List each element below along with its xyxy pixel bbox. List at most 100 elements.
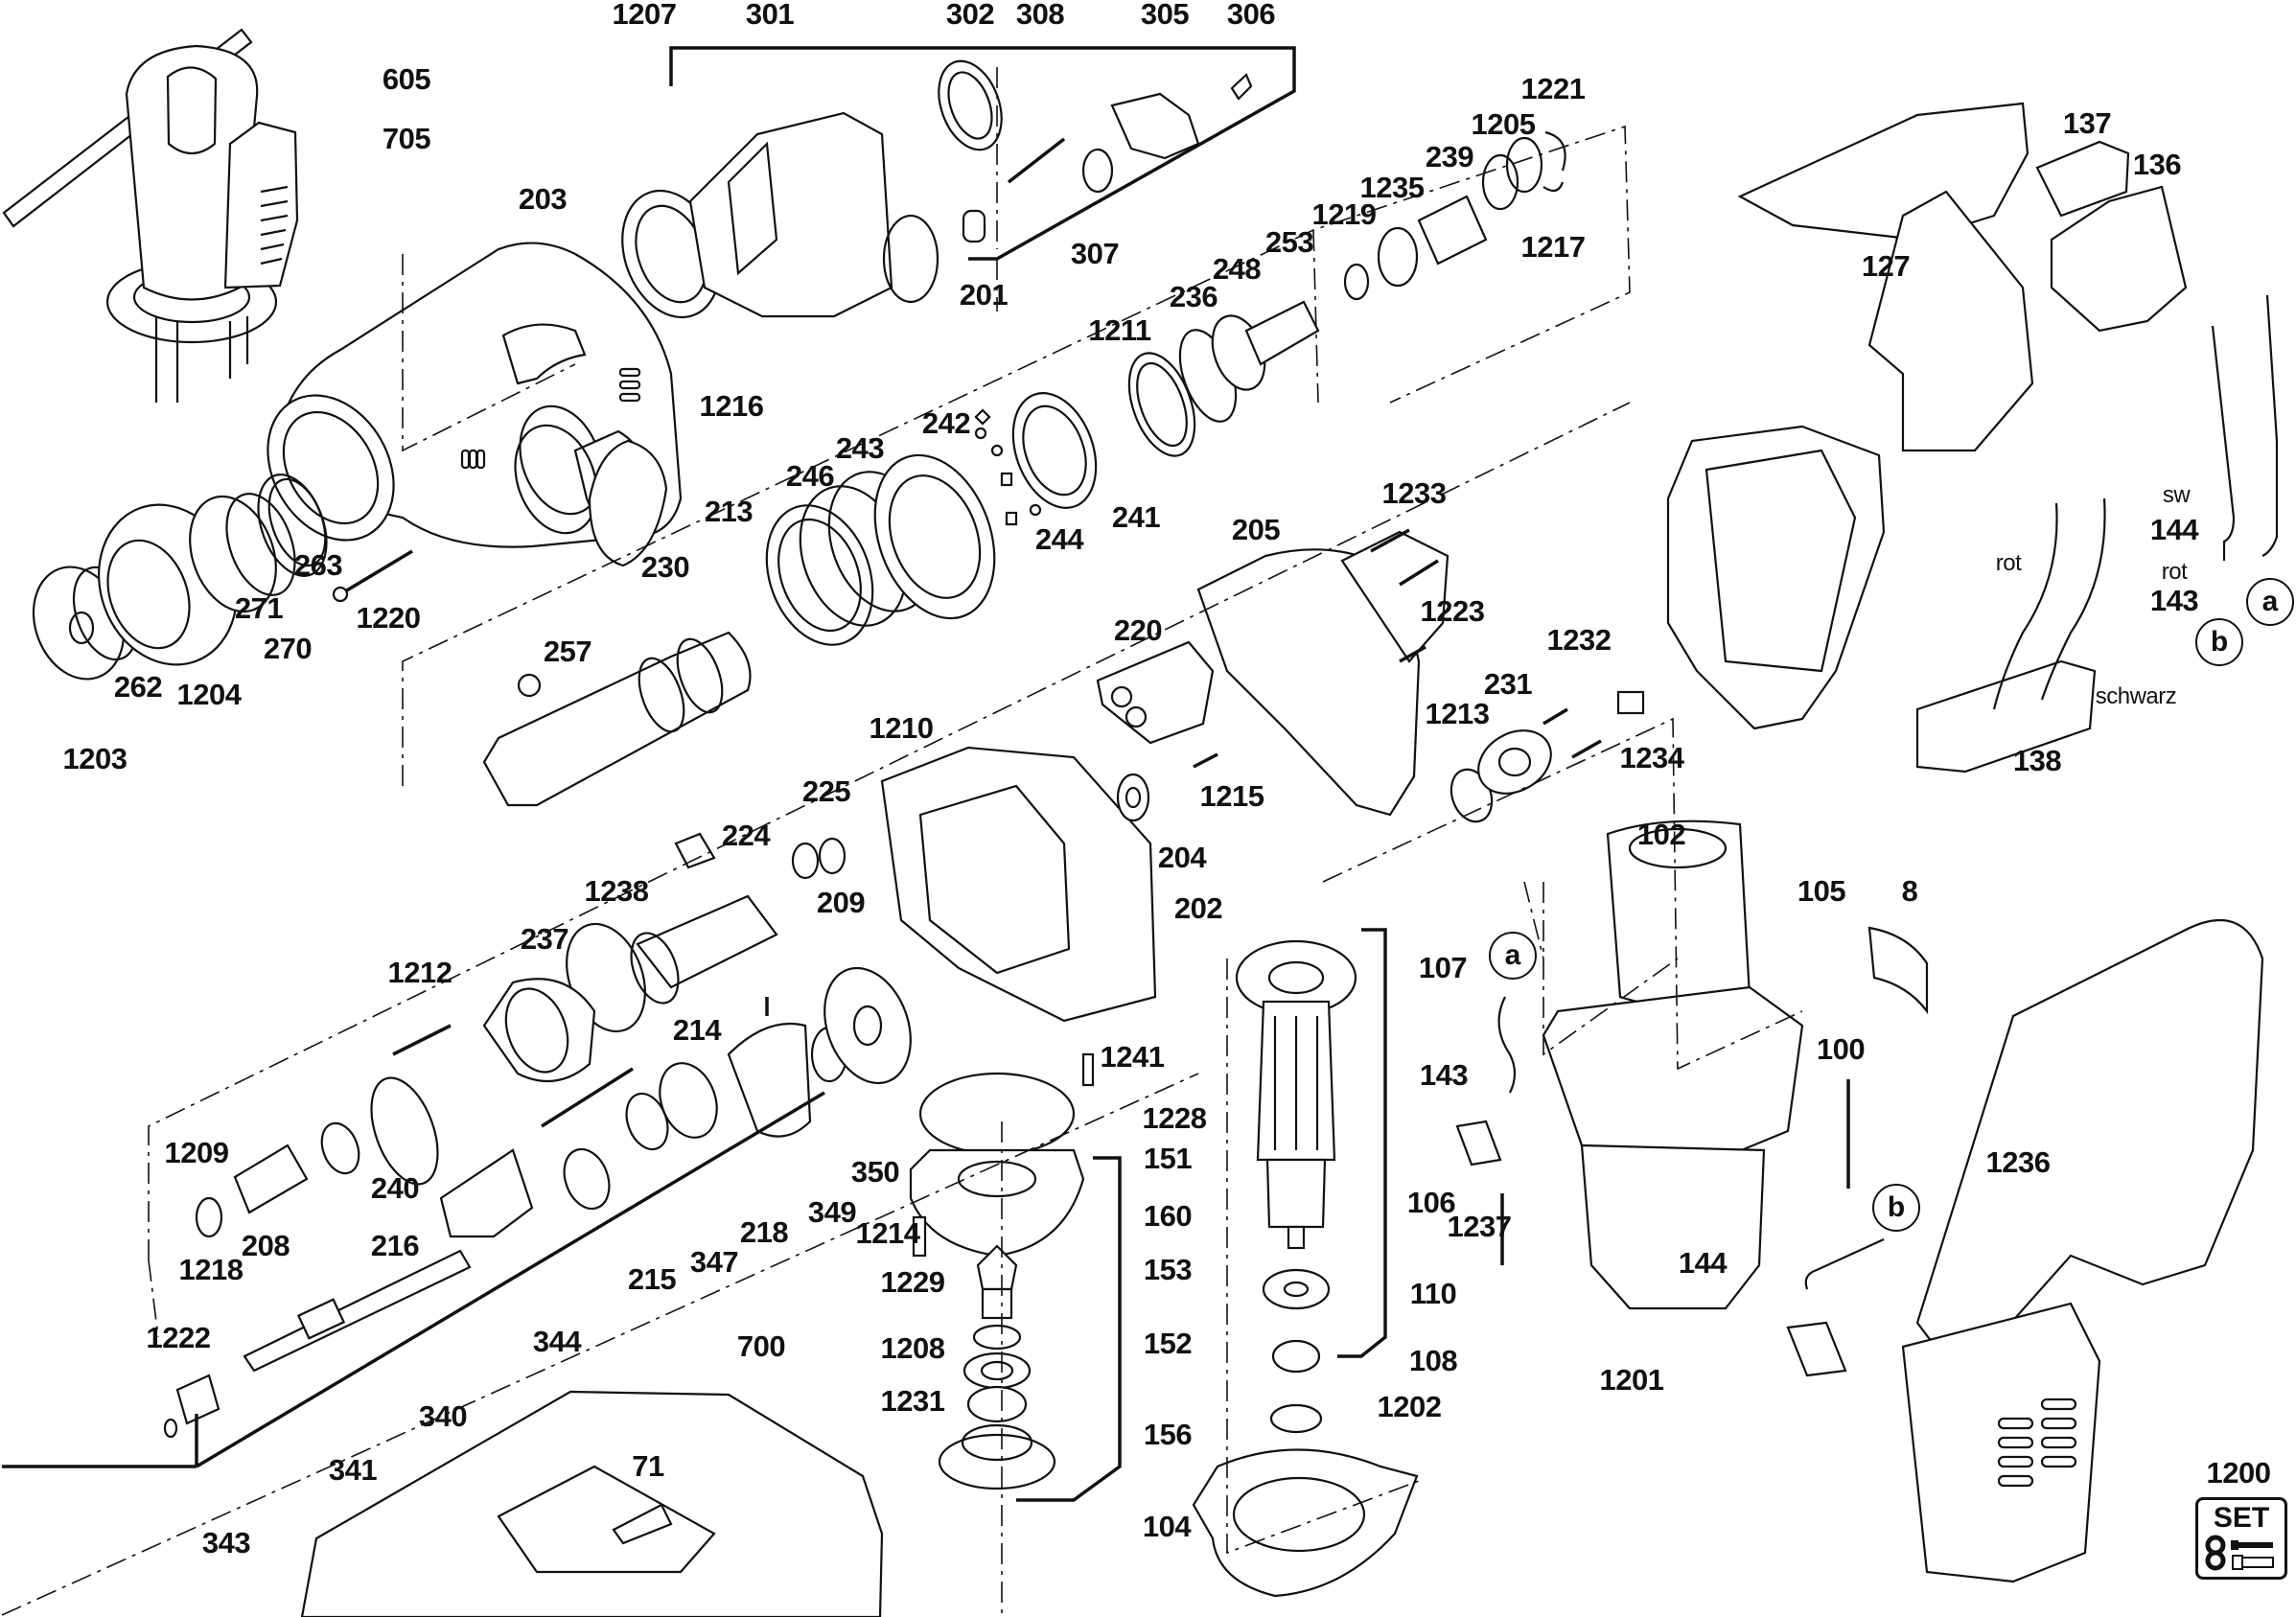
part-label-1238[interactable]: 1238 <box>584 874 649 908</box>
part-label-347[interactable]: 347 <box>689 1245 739 1279</box>
part-label-153[interactable]: 153 <box>1143 1253 1193 1286</box>
part-label-205[interactable]: 205 <box>1231 513 1281 546</box>
part-label-220[interactable]: 220 <box>1113 613 1163 647</box>
part-label-156[interactable]: 156 <box>1143 1418 1193 1451</box>
part-label-1232[interactable]: 1232 <box>1546 623 1612 657</box>
part-label-1241[interactable]: 1241 <box>1100 1040 1165 1074</box>
part-label-341[interactable]: 341 <box>328 1453 378 1487</box>
part-label-144-upper[interactable]: 144 <box>2149 513 2199 546</box>
part-label-209[interactable]: 209 <box>816 886 866 919</box>
part-label-1235[interactable]: 1235 <box>1359 171 1425 204</box>
part-label-302[interactable]: 302 <box>945 0 995 31</box>
part-label-204[interactable]: 204 <box>1157 841 1207 874</box>
part-label-257[interactable]: 257 <box>543 635 592 668</box>
part-label-230[interactable]: 230 <box>640 550 690 584</box>
part-label-307[interactable]: 307 <box>1070 237 1120 270</box>
part-label-1229[interactable]: 1229 <box>880 1265 945 1299</box>
part-label-127[interactable]: 127 <box>1861 249 1911 283</box>
part-label-1200[interactable]: 1200 <box>2206 1456 2271 1490</box>
part-label-102[interactable]: 102 <box>1636 818 1686 851</box>
part-label-306[interactable]: 306 <box>1226 0 1276 31</box>
part-label-213[interactable]: 213 <box>704 495 754 528</box>
part-label-605[interactable]: 605 <box>382 62 431 96</box>
part-label-1233[interactable]: 1233 <box>1381 476 1447 510</box>
part-label-340[interactable]: 340 <box>418 1399 468 1433</box>
part-label-301[interactable]: 301 <box>745 0 795 31</box>
connector-ref-b-mid[interactable]: b <box>1872 1184 1920 1232</box>
part-label-1203[interactable]: 1203 <box>62 742 128 775</box>
part-label-237[interactable]: 237 <box>520 922 569 956</box>
part-label-202[interactable]: 202 <box>1173 891 1223 925</box>
part-label-1215[interactable]: 1215 <box>1199 779 1264 813</box>
part-label-263[interactable]: 263 <box>293 548 343 582</box>
part-label-201[interactable]: 201 <box>959 278 1009 312</box>
part-label-253[interactable]: 253 <box>1264 225 1314 259</box>
part-label-1228[interactable]: 1228 <box>1142 1101 1207 1135</box>
part-label-231[interactable]: 231 <box>1483 667 1533 701</box>
part-label-152[interactable]: 152 <box>1143 1327 1193 1360</box>
part-label-239[interactable]: 239 <box>1425 140 1474 173</box>
connector-ref-a-mid[interactable]: a <box>1489 932 1537 980</box>
part-label-1210[interactable]: 1210 <box>869 711 934 745</box>
part-label-215[interactable]: 215 <box>627 1262 677 1296</box>
part-label-349[interactable]: 349 <box>807 1195 857 1229</box>
part-label-1207[interactable]: 1207 <box>612 0 677 31</box>
part-label-1213[interactable]: 1213 <box>1425 697 1490 730</box>
part-label-270[interactable]: 270 <box>263 632 313 665</box>
part-label-350[interactable]: 350 <box>850 1155 900 1189</box>
part-label-1208[interactable]: 1208 <box>880 1331 945 1365</box>
part-label-106[interactable]: 106 <box>1406 1186 1456 1219</box>
part-label-248[interactable]: 248 <box>1212 252 1262 286</box>
part-label-138[interactable]: 138 <box>2012 744 2062 777</box>
connector-ref-a-top[interactable]: a <box>2246 578 2294 626</box>
part-label-105[interactable]: 105 <box>1797 874 1846 908</box>
part-label-244[interactable]: 244 <box>1034 522 1084 556</box>
part-label-143-upper[interactable]: 143 <box>2149 584 2199 617</box>
part-label-246[interactable]: 246 <box>785 459 835 493</box>
part-label-225[interactable]: 225 <box>801 774 851 808</box>
part-label-1201[interactable]: 1201 <box>1599 1363 1664 1397</box>
part-label-104[interactable]: 104 <box>1142 1510 1192 1543</box>
set-badge[interactable]: SET <box>2195 1497 2287 1580</box>
part-label-160[interactable]: 160 <box>1143 1199 1193 1233</box>
part-label-1209[interactable]: 1209 <box>164 1136 229 1169</box>
part-label-1216[interactable]: 1216 <box>699 389 764 423</box>
part-label-1220[interactable]: 1220 <box>356 601 421 635</box>
part-label-1234[interactable]: 1234 <box>1619 741 1684 774</box>
part-label-1223[interactable]: 1223 <box>1420 594 1485 628</box>
part-label-144-lower[interactable]: 144 <box>1678 1246 1728 1280</box>
part-label-700[interactable]: 700 <box>736 1329 786 1363</box>
part-label-216[interactable]: 216 <box>370 1229 420 1262</box>
part-label-1237[interactable]: 1237 <box>1447 1210 1512 1243</box>
part-label-108[interactable]: 108 <box>1408 1344 1458 1377</box>
part-label-203[interactable]: 203 <box>518 182 568 216</box>
part-label-1205[interactable]: 1205 <box>1471 107 1536 141</box>
part-label-224[interactable]: 224 <box>721 819 771 852</box>
part-label-137[interactable]: 137 <box>2062 106 2112 140</box>
part-label-344[interactable]: 344 <box>532 1325 582 1358</box>
part-label-271[interactable]: 271 <box>234 591 284 625</box>
part-label-218[interactable]: 218 <box>739 1215 789 1249</box>
part-label-240[interactable]: 240 <box>370 1171 420 1205</box>
part-label-151[interactable]: 151 <box>1143 1142 1193 1175</box>
connector-ref-b-top[interactable]: b <box>2195 618 2243 666</box>
part-label-305[interactable]: 305 <box>1140 0 1190 31</box>
part-label-1231[interactable]: 1231 <box>880 1384 945 1418</box>
part-label-236[interactable]: 236 <box>1169 280 1218 313</box>
part-label-136[interactable]: 136 <box>2132 148 2182 181</box>
part-label-243[interactable]: 243 <box>835 431 885 465</box>
part-label-1221[interactable]: 1221 <box>1520 72 1586 105</box>
part-label-262[interactable]: 262 <box>113 670 163 704</box>
part-label-1236[interactable]: 1236 <box>1985 1145 2051 1179</box>
part-label-242[interactable]: 242 <box>921 406 971 440</box>
part-label-1204[interactable]: 1204 <box>176 678 242 711</box>
part-label-241[interactable]: 241 <box>1111 500 1161 534</box>
part-label-110[interactable]: 110 <box>1409 1277 1457 1310</box>
part-label-208[interactable]: 208 <box>241 1229 290 1262</box>
part-label-1222[interactable]: 1222 <box>146 1321 211 1354</box>
part-label-1219[interactable]: 1219 <box>1311 197 1377 231</box>
part-label-214[interactable]: 214 <box>672 1013 722 1047</box>
part-label-1214[interactable]: 1214 <box>855 1216 920 1250</box>
part-label-705[interactable]: 705 <box>382 122 431 155</box>
part-label-143-left[interactable]: 143 <box>1419 1058 1469 1092</box>
